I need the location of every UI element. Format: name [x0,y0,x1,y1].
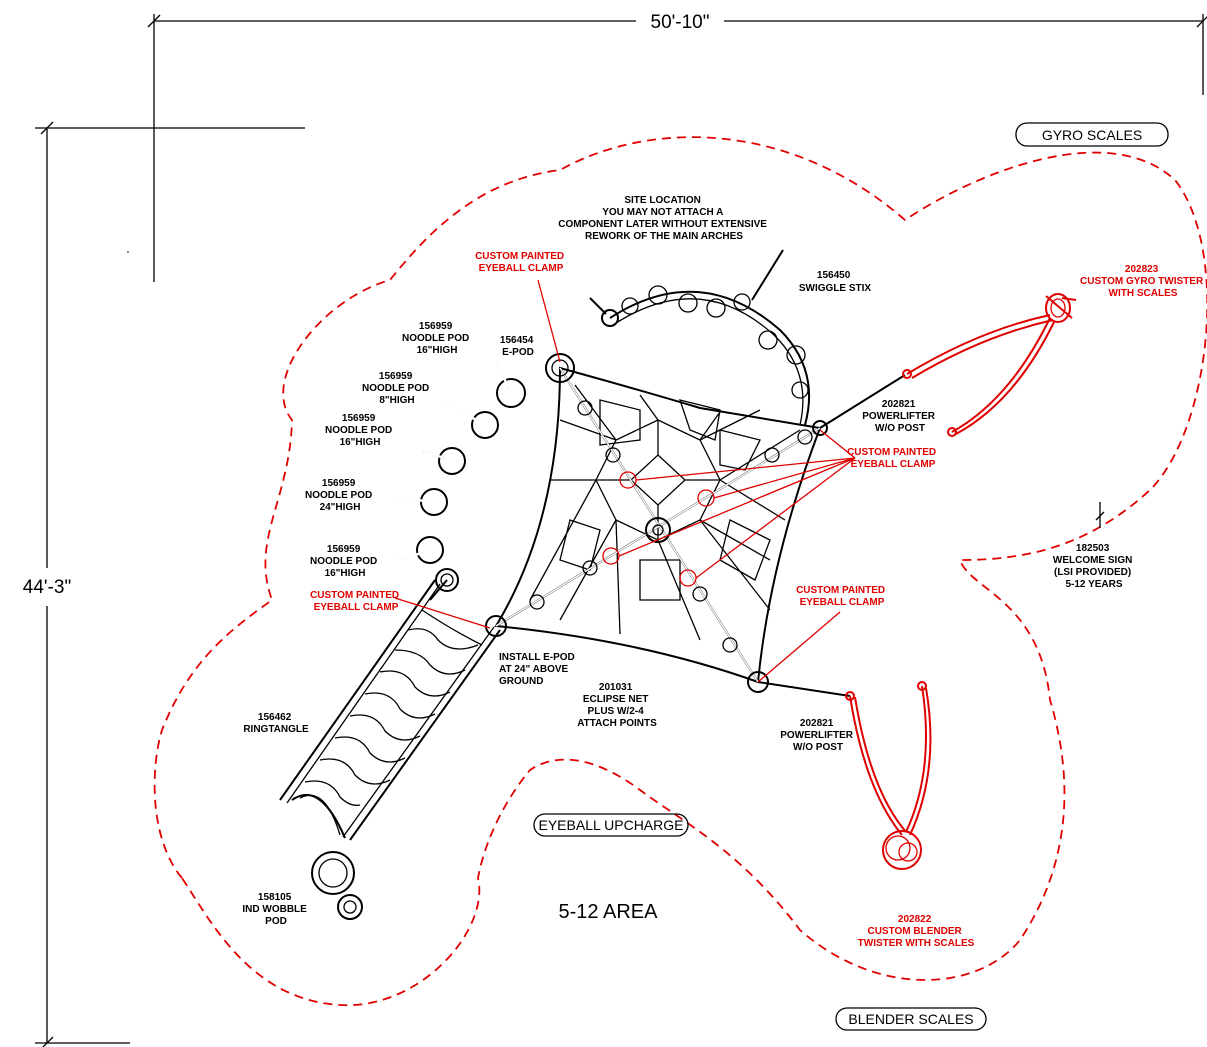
eyeball-clamp-label-1: CUSTOM PAINTED EYEBALL CLAMP [475,251,567,274]
eclipse-net [485,353,828,693]
ringtangle-label: 156462 RINGTANGLE [243,712,309,735]
blender-scales-tag: BLENDER SCALES [835,1007,987,1031]
eyeball-upcharge-label: EYEBALL UPCHARGE [539,817,684,833]
ringtangle [279,568,501,841]
swiggle-stix [589,249,811,426]
blender-scales-label: BLENDER SCALES [848,1011,973,1027]
e-pod-label: 156454 E-POD [500,335,536,358]
wobble-pod [311,851,363,920]
powerlifter-label-2: 202821 POWERLIFTER W/O POST [780,718,856,753]
eyeball-upcharge-tag: EYEBALL UPCHARGE [533,813,689,837]
width-dimension: 50'-10" [147,12,1207,282]
width-dimension-label: 50'-10" [651,12,710,33]
e-pod-symbol [496,361,526,408]
noodle-pod-label-4: 156959 NOODLE POD 24"HIGH [305,478,375,513]
noodle-pod-label-1: 156959 NOODLE POD 16"HIGH [402,321,472,356]
noodle-pod-label-5: 156959 NOODLE POD 16"HIGH [310,544,380,579]
install-epod-note: INSTALL E-POD AT 24" ABOVE GROUND [499,652,578,687]
blender-twister-label: 202822 CUSTOM BLENDER TWISTER WITH SCALE… [858,914,975,949]
height-dimension-label: 44'-3" [23,577,71,598]
gyro-twister [819,293,1077,437]
welcome-sign-label: 182503 WELCOME SIGN (LSI PROVIDED) 5-12 … [1053,543,1135,590]
height-dimension: 44'-3" [23,121,305,1047]
noodle-pod-label-3: 156959 NOODLE POD 16"HIGH [325,413,395,448]
powerlifter-label-1: 202821 POWERLIFTER W/O POST [862,399,938,434]
area-title: 5-12 AREA [559,901,659,923]
wobble-pod-label: 158105 IND WOBBLE POD [242,892,309,927]
site-boundary [153,136,1207,1006]
noodle-pod-symbols [399,402,499,564]
gyro-scales-label: GYRO SCALES [1042,127,1142,143]
blender-twister [757,681,932,870]
eclipse-net-label: 201031 ECLIPSE NET PLUS W/2-4 ATTACH POI… [577,682,657,729]
noodle-pod-label-2: 156959 NOODLE POD 8"HIGH [362,371,432,406]
swiggle-stix-label: 156450 SWIGGLE STIX [799,270,872,294]
site-location-note: SITE LOCATION YOU MAY NOT ATTACH A COMPO… [558,195,770,242]
eyeball-clamp-label-2: CUSTOM PAINTED EYEBALL CLAMP [847,447,939,470]
eyeball-clamp-label-4: CUSTOM PAINTED EYEBALL CLAMP [796,585,888,608]
eyeball-clamp-label-3: CUSTOM PAINTED EYEBALL CLAMP [310,590,402,613]
gyro-scales-tag: GYRO SCALES [1015,122,1169,147]
welcome-sign-symbol [1095,502,1105,528]
gyro-twister-label: 202823 CUSTOM GYRO TWISTER WITH SCALES [1080,264,1206,299]
eyeball-clamp-leaders [394,279,856,683]
